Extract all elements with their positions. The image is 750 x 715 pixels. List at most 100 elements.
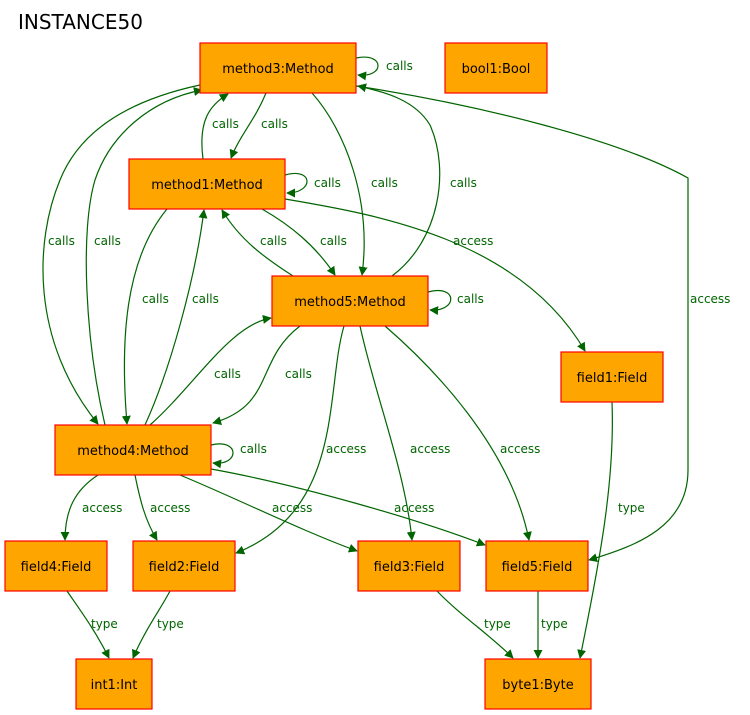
edge-label: access	[82, 501, 122, 515]
node-box	[271, 275, 429, 327]
edge-method4-to-method5: calls	[149, 314, 272, 426]
edge-method1-to-field1: access	[284, 198, 586, 352]
node-box	[560, 351, 664, 403]
edge-label: access	[150, 501, 190, 515]
diagram-title: INSTANCE50	[18, 10, 143, 34]
edge-label: type	[157, 617, 184, 631]
edge-line	[359, 325, 416, 541]
edge-line	[134, 474, 158, 541]
edge-method4-to-field4: access	[60, 474, 122, 541]
node-box	[4, 540, 108, 592]
edge-method3-to-method5: calls	[311, 92, 398, 276]
edge-method3-to-method4: calls	[42, 84, 201, 425]
edge-method4-to-field2: access	[134, 474, 190, 541]
edge-method3-to-field5: access	[355, 85, 730, 563]
edge-field4-to-int1: type	[66, 590, 118, 659]
edge-label: calls	[212, 117, 239, 131]
edge-label: access	[394, 501, 434, 515]
edge-label: type	[541, 617, 568, 631]
node-label: field3:Field	[374, 560, 445, 575]
edge-method3-to-method1: calls	[229, 92, 288, 159]
edge-method5-to-field2: access	[235, 325, 366, 555]
edge-label: calls	[214, 367, 241, 381]
edge-line	[201, 93, 229, 160]
edge-label: calls	[450, 176, 477, 190]
edge-label: calls	[261, 117, 288, 131]
node-method4: method4:Method	[54, 424, 212, 476]
edge-method4-to-field5: access	[210, 468, 486, 547]
node-method3: method3:Method	[199, 42, 357, 94]
node-label: bool1:Bool	[462, 62, 531, 77]
edge-label: calls	[320, 234, 347, 248]
edge-method5-to-method4: calls	[212, 325, 312, 426]
edge-line	[66, 590, 110, 659]
edge-method5-to-method1: calls	[221, 209, 294, 277]
node-label: int1:Int	[91, 678, 138, 693]
edge-method3-to-method3: calls	[355, 56, 413, 81]
edge-line	[212, 325, 301, 426]
edge-method5-to-field3: access	[359, 325, 450, 541]
nodes-layer: method3:Method bool1:Bool method1:Method me…	[4, 42, 664, 710]
edge-line	[229, 92, 267, 159]
edge-line	[355, 56, 379, 81]
edge-line	[132, 590, 171, 659]
node-box	[199, 42, 357, 94]
edge-line	[261, 208, 336, 276]
edge-method1-to-method3: calls	[201, 93, 239, 160]
node-box	[444, 42, 548, 94]
edge-line	[311, 92, 368, 276]
edge-line	[144, 209, 208, 426]
node-field5: field5:Field	[485, 540, 589, 592]
edge-line	[357, 83, 441, 277]
edge-line	[149, 314, 272, 426]
edge-label: calls	[240, 442, 267, 456]
edge-label: type	[618, 501, 645, 515]
edge-method1-to-method5: calls	[261, 208, 347, 276]
edge-label: calls	[457, 292, 484, 306]
edge-line	[355, 85, 689, 563]
edge-label: calls	[386, 59, 413, 73]
edge-label: calls	[314, 176, 341, 190]
edge-method4-to-method3: calls	[85, 87, 203, 426]
edge-method5-to-field5: access	[384, 325, 540, 541]
node-method5: method5:Method	[271, 275, 429, 327]
edge-label: access	[500, 442, 540, 456]
node-label: method5:Method	[294, 295, 406, 310]
edge-label: type	[484, 617, 511, 631]
edge-line	[179, 474, 358, 553]
edge-line	[42, 84, 201, 425]
node-label: field1:Field	[577, 371, 648, 386]
edge-line	[221, 209, 294, 277]
edge-line	[577, 401, 613, 659]
node-label: method1:Method	[151, 178, 263, 193]
node-label: byte1:Byte	[502, 678, 573, 693]
edge-label: access	[453, 234, 493, 248]
edge-line	[284, 172, 308, 198]
node-field1: field1:Field	[560, 351, 664, 403]
node-label: method3:Method	[222, 62, 334, 77]
edge-line	[210, 443, 234, 469]
node-box	[132, 540, 236, 592]
node-field4: field4:Field	[4, 540, 108, 592]
edge-method4-to-field3: access	[179, 474, 358, 553]
edge-line	[60, 474, 99, 541]
edge-field5-to-byte1: type	[533, 591, 568, 659]
node-method1: method1:Method	[128, 158, 286, 210]
node-byte1: byte1:Byte	[484, 658, 592, 710]
edge-label: calls	[260, 234, 287, 248]
node-int1: int1:Int	[75, 658, 153, 710]
edge-method1-to-method1: calls	[284, 172, 341, 198]
edge-line	[284, 198, 586, 352]
edge-line	[121, 208, 168, 425]
node-label: field5:Field	[502, 560, 573, 575]
node-box	[357, 540, 461, 592]
edge-label: access	[690, 292, 730, 306]
edge-label: calls	[48, 234, 75, 248]
node-label: field2:Field	[149, 560, 220, 575]
node-bool1: bool1:Bool	[444, 42, 548, 94]
edge-label: access	[410, 442, 450, 456]
node-label: method4:Method	[77, 444, 189, 459]
node-box	[128, 158, 286, 210]
